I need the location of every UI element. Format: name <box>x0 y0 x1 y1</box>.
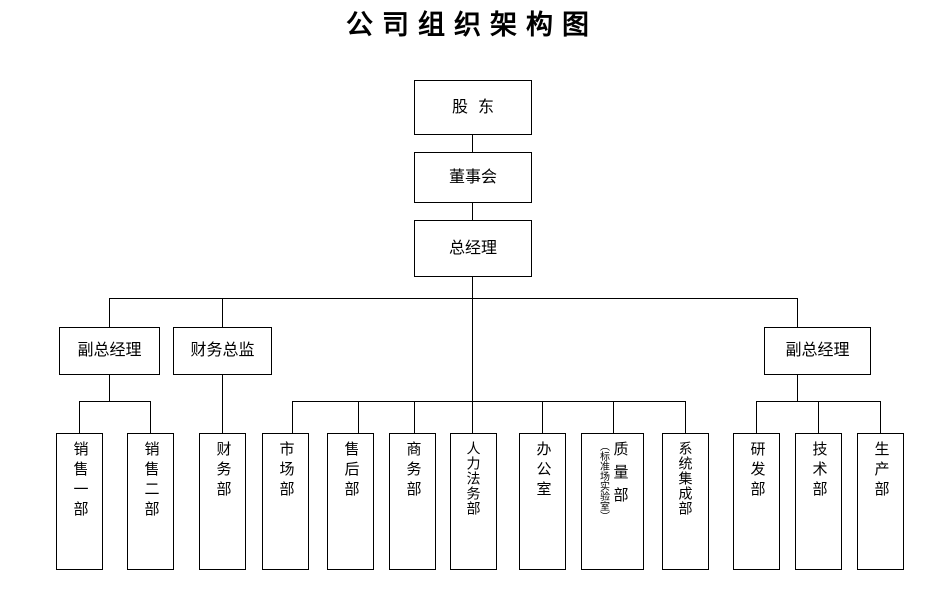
connector-shareholders-board <box>472 135 474 152</box>
node-shareholders[interactable]: 股东 <box>414 80 532 135</box>
node-sales-dept-2-label: 销售二部 <box>142 441 160 521</box>
connector-quality-dept <box>613 401 615 433</box>
node-marketing-dept-label: 市场部 <box>277 441 295 501</box>
connector-market-dept <box>292 401 294 433</box>
node-business-dept[interactable]: 商务部 <box>389 433 436 570</box>
node-deputy-general-manager-right[interactable]: 副总经理 <box>764 327 871 375</box>
node-hr-legal-dept[interactable]: 人力法务部 <box>450 433 497 570</box>
node-production-dept[interactable]: 生产部 <box>857 433 904 570</box>
node-rnd-dept[interactable]: 研发部 <box>733 433 780 570</box>
node-hr-legal-dept-label: 人力法务部 <box>465 441 482 516</box>
connector-tech-dept <box>818 401 820 433</box>
node-board-of-directors-label: 董事会 <box>448 168 497 186</box>
connector-gm-down <box>472 277 474 299</box>
node-sales-dept-1[interactable]: 销售一部 <box>56 433 103 570</box>
node-business-dept-label: 商务部 <box>404 441 422 501</box>
node-finance-director-label: 财务总监 <box>190 342 255 359</box>
node-office-dept-label: 办公室 <box>534 441 552 501</box>
node-office-dept[interactable]: 办公室 <box>519 433 566 570</box>
node-quality-dept-label: 质量部 <box>611 441 629 510</box>
connector-rnd-dept <box>756 401 758 433</box>
node-finance-dept[interactable]: 财务部 <box>199 433 246 570</box>
node-general-manager[interactable]: 总经理 <box>414 220 532 277</box>
page-title: 公司组织架构图 <box>346 10 598 40</box>
node-finance-dept-label: 财务部 <box>214 441 232 501</box>
node-technology-dept-label: 技术部 <box>810 441 828 501</box>
node-system-integration-dept-label: 系统集成部 <box>677 441 694 516</box>
bus-level2 <box>109 298 798 300</box>
connector-office-dept <box>542 401 544 433</box>
connector-finance-dept <box>222 375 224 433</box>
connector-production-dept <box>880 401 882 433</box>
node-rnd-dept-label: 研发部 <box>748 441 766 501</box>
node-technology-dept[interactable]: 技术部 <box>795 433 842 570</box>
connector-sales2 <box>150 401 152 433</box>
node-deputy-general-manager-left[interactable]: 副总经理 <box>59 327 160 375</box>
bus-sales <box>79 401 151 403</box>
connector-board-gm <box>472 203 474 220</box>
connector-bus-deputy-left <box>109 298 111 327</box>
node-deputy-general-manager-right-label: 副总经理 <box>785 342 850 359</box>
connector-business-dept <box>414 401 416 433</box>
node-quality-dept-note: （标准场实验室） <box>597 441 609 521</box>
connector-system-integration-dept <box>685 401 687 433</box>
node-general-manager-label: 总经理 <box>448 239 497 257</box>
connector-deputy-right-down <box>797 375 799 401</box>
node-finance-director[interactable]: 财务总监 <box>173 327 272 375</box>
node-aftersales-dept-label: 售后部 <box>342 441 360 501</box>
connector-aftersales-dept <box>358 401 360 433</box>
node-sales-dept-1-label: 销售一部 <box>71 441 89 521</box>
node-aftersales-dept[interactable]: 售后部 <box>327 433 374 570</box>
node-board-of-directors[interactable]: 董事会 <box>414 152 532 203</box>
connector-gm-to-mid-bus <box>472 298 474 401</box>
connector-deputy-left-down <box>109 375 111 401</box>
bus-middle-departments <box>292 401 686 403</box>
node-marketing-dept[interactable]: 市场部 <box>262 433 309 570</box>
node-quality-dept[interactable]: 质量部 （标准场实验室） <box>581 433 644 570</box>
node-system-integration-dept[interactable]: 系统集成部 <box>662 433 709 570</box>
connector-bus-finance-director <box>222 298 224 327</box>
node-deputy-general-manager-left-label: 副总经理 <box>77 342 142 359</box>
connector-bus-deputy-right <box>797 298 799 327</box>
node-shareholders-label: 股东 <box>451 98 504 116</box>
connector-sales1 <box>79 401 81 433</box>
node-sales-dept-2[interactable]: 销售二部 <box>127 433 174 570</box>
connector-hr-legal-dept <box>472 401 474 433</box>
node-production-dept-label: 生产部 <box>872 441 890 501</box>
